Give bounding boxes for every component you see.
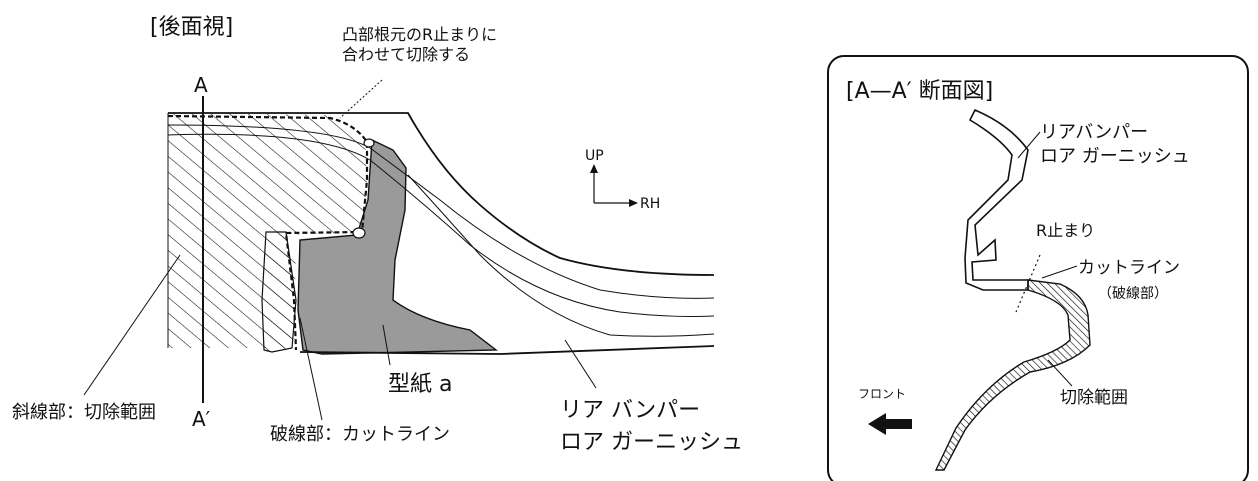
r-stop-label: R止まり (1036, 221, 1095, 240)
note-leader (339, 79, 383, 119)
template-a-label: 型紙 a (388, 372, 452, 397)
r-stop-point-upper (363, 138, 375, 148)
dashed-cut-line (167, 114, 369, 351)
part-name-line2: ロア ガーニッシュ (560, 430, 743, 455)
garnish-inner-line-2 (167, 133, 715, 317)
section-dashed-note: （破線部） (1098, 286, 1168, 302)
section-cutline-label: カットライン (1078, 258, 1180, 278)
garnish-bottom-line (299, 345, 715, 355)
hatched-cut-area (168, 113, 367, 348)
section-part-name-line1: リアバンパー (1040, 122, 1148, 143)
section-panel (827, 55, 1249, 481)
rear-view-drawing (83, 79, 715, 421)
section-cutrange-label: 切除範囲 (1060, 388, 1128, 408)
rh-label: RH (640, 196, 660, 212)
hatched-tab (261, 231, 297, 353)
up-label: UP (585, 148, 604, 164)
section-cut-range (934, 279, 1091, 471)
section-title: [A—A′ 断面図] (846, 79, 993, 104)
part-name-line1: リア バンパー (560, 398, 700, 423)
garnish-inner-line-1 (167, 124, 715, 299)
template-leader (382, 324, 391, 366)
section-cutrange-leader (1047, 359, 1073, 387)
section-label-a-prime: A′ (192, 407, 211, 431)
dashed-leader (299, 317, 323, 421)
r-stop-dotted-line (1015, 254, 1041, 313)
hatched-leader (83, 254, 181, 396)
section-part-name-line2: ロア ガーニッシュ (1040, 146, 1190, 167)
cut-note-line1: 凸部根元のR止まりに (342, 25, 497, 44)
view-title: [後面視] (150, 15, 233, 40)
dashed-line-label: 破線部：カットライン (270, 424, 450, 445)
section-cutline-leader (1041, 265, 1078, 279)
front-label: フロント (858, 387, 906, 401)
section-panel-frame (827, 55, 1249, 481)
hatched-area-label: 斜線部：切除範囲 (12, 402, 156, 423)
section-part-leader (1017, 131, 1041, 159)
garnish-inner-line-3 (407, 174, 715, 337)
part-leader (564, 339, 597, 389)
front-arrow-icon (868, 413, 912, 435)
r-stop-point-lower (352, 227, 366, 239)
template-a-shape (297, 138, 498, 355)
direction-indicator (590, 164, 638, 207)
section-label-a: A (194, 73, 208, 97)
garnish-outline (168, 112, 715, 276)
cut-note-line2: 合わせて切除する (342, 45, 470, 64)
section-profile (964, 108, 1029, 291)
